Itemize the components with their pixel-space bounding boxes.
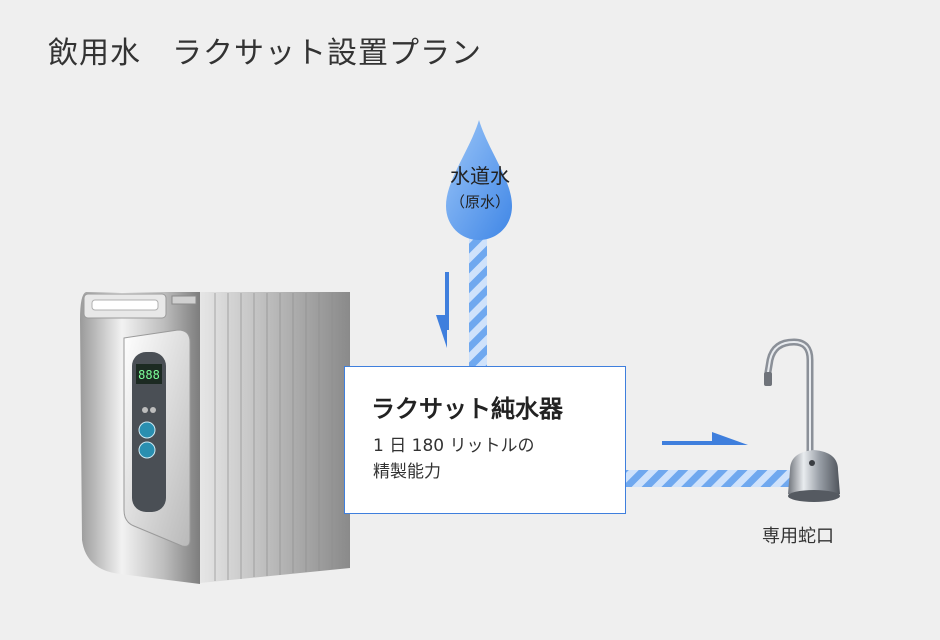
display-digits: 888 [138, 368, 160, 382]
inlet-pipe [469, 238, 487, 368]
faucet-label: 専用蛇口 [762, 526, 834, 547]
purifier-device-icon: 888 [80, 292, 350, 584]
purifier-info-box: ラクサット純水器 1 日 180 リットルの 精製能力 [344, 366, 626, 514]
purifier-desc-line1: 1 日 180 リットルの [373, 436, 535, 456]
water-source-title: 水道水 [450, 164, 510, 188]
water-source-subtitle: （原水） [449, 193, 510, 211]
faucet-icon [764, 338, 840, 502]
water-drop-icon [446, 120, 512, 240]
page-title: 飲用水 ラクサット設置プラン [48, 36, 482, 71]
purifier-name: ラクサット純水器 [371, 395, 563, 423]
right-arrow-icon [662, 432, 748, 445]
water-source-label: 水道水 （原水） [430, 160, 530, 212]
down-arrow-icon [436, 272, 449, 348]
purifier-description: 1 日 180 リットルの 精製能力 [373, 433, 534, 485]
purifier-desc-line2: 精製能力 [373, 462, 441, 482]
outlet-pipe [625, 470, 801, 487]
